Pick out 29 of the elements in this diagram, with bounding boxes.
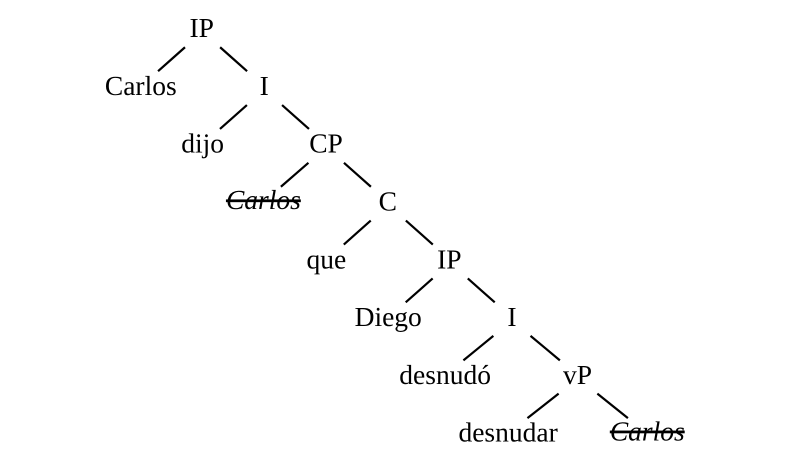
connector (281, 104, 310, 130)
node-text: Carlos (104, 70, 177, 101)
connector (404, 278, 434, 304)
node-text: que (306, 243, 346, 274)
node-text: Carlos (226, 184, 301, 216)
connector (462, 335, 494, 362)
node-text: Diego (354, 301, 422, 332)
connector (343, 162, 372, 188)
node-text: Carlos (610, 415, 685, 446)
node-text: IP (189, 12, 214, 44)
connector (596, 392, 629, 419)
connector (530, 335, 561, 362)
node-text: IP (437, 243, 462, 274)
connector (467, 278, 496, 304)
node-text: desnudó (399, 358, 491, 390)
node-text: desnudar (458, 416, 558, 448)
connector (343, 220, 372, 246)
connector (219, 46, 248, 72)
connector (405, 220, 434, 246)
connector (280, 162, 310, 188)
node-text: dijo (181, 128, 224, 159)
node-text: CP (309, 128, 343, 159)
node-text: vP (563, 358, 592, 390)
node-text: C (378, 185, 398, 216)
node-text: I (260, 70, 269, 101)
connector (526, 392, 560, 419)
node-text: I (507, 301, 516, 332)
connector (219, 104, 248, 130)
connector (157, 46, 186, 72)
